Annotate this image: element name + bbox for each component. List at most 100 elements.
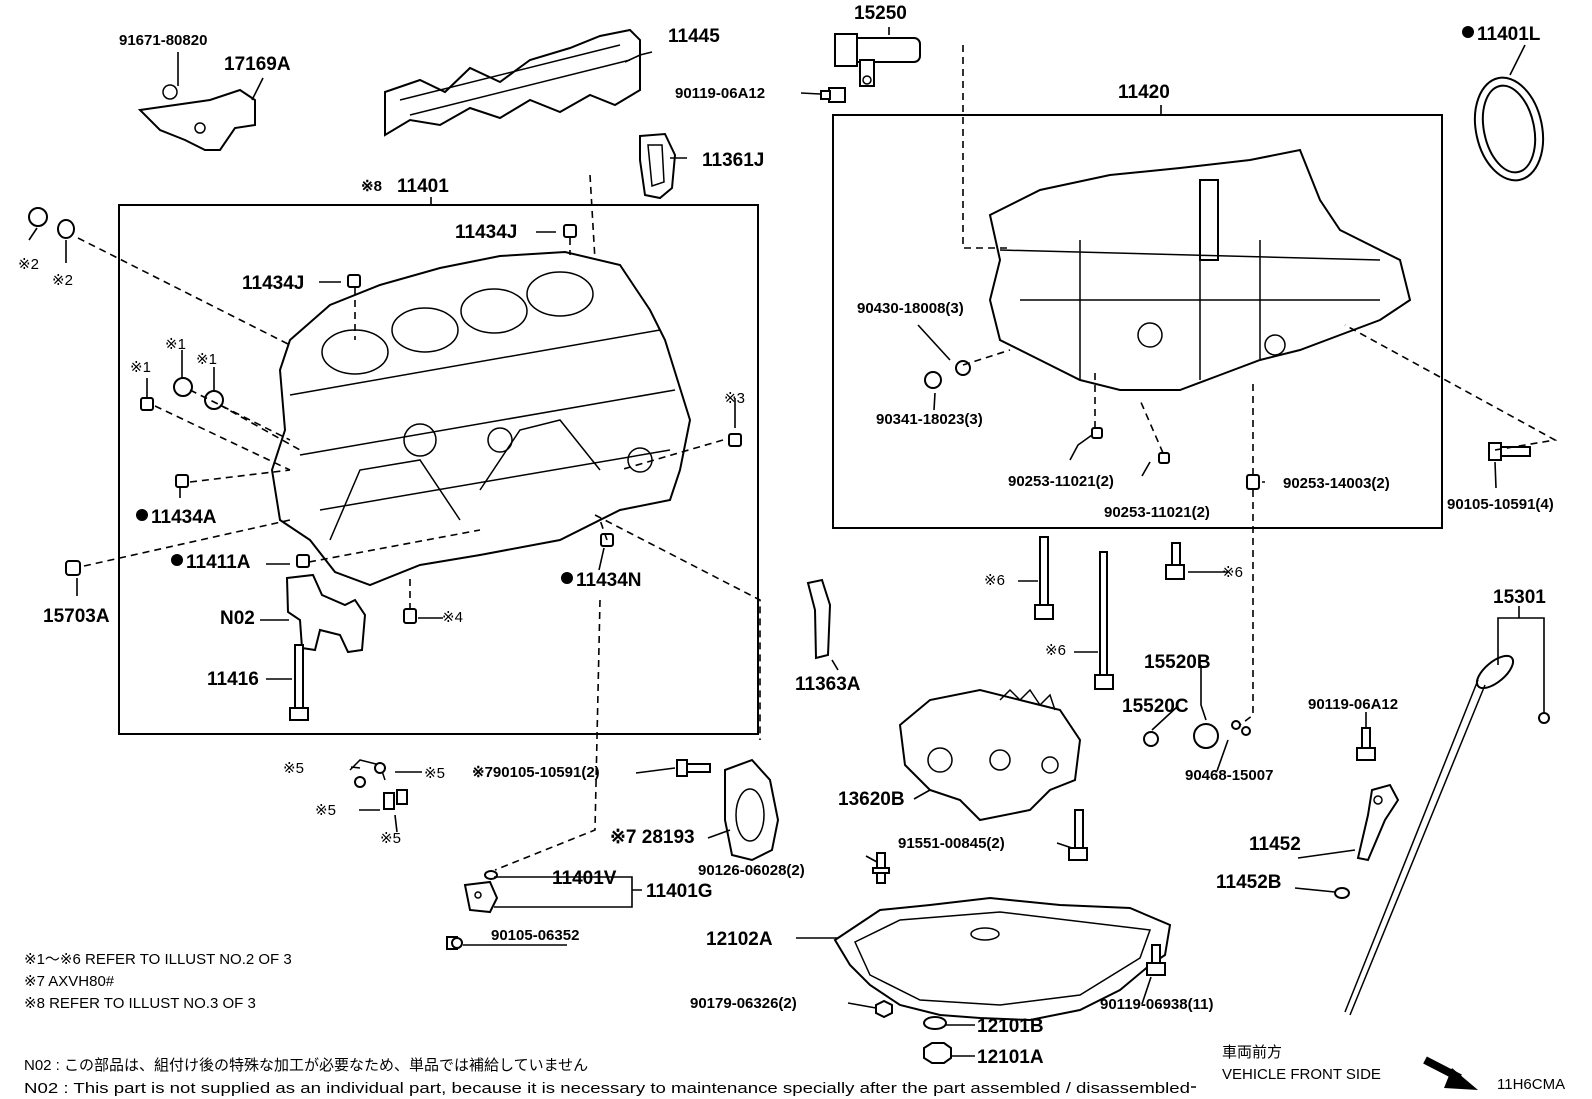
label-91671-80820: 91671-80820 (119, 32, 207, 49)
bolt-90105-10591-4-shape (1488, 442, 1531, 461)
clip-90468-shape (1231, 720, 1251, 736)
label-11416: 11416 (207, 669, 259, 690)
label-17169a: 17169A (224, 54, 291, 75)
drain-plug-12101a-shape (923, 1042, 952, 1064)
label-ref-1a: ※1 (130, 359, 151, 376)
label-90253-14003: 90253-14003(2) (1283, 475, 1390, 492)
label-ref-6b: ※6 (1222, 564, 1243, 581)
label-15520c: 15520C (1122, 696, 1189, 717)
label-11434n: 11434N (576, 570, 642, 591)
oil-strainer-15520b-shape (1193, 723, 1219, 749)
label-n02: N02 (220, 608, 255, 629)
bolt-91551-shape (1068, 809, 1088, 861)
label-90105-06352: 90105-06352 (491, 927, 579, 944)
label-12101a: 12101A (977, 1047, 1044, 1068)
label-12102a: 12102A (706, 929, 773, 950)
label-91551-00845: 91551-00845(2) (898, 835, 1005, 852)
label-11434j-b: 11434J (242, 273, 304, 294)
label-15250: 15250 (854, 3, 907, 24)
nut-90179-shape (875, 999, 893, 1019)
label-11363a: 11363A (795, 674, 861, 695)
bracket-17169a-shape (137, 88, 256, 151)
pin-3-shape (728, 433, 742, 447)
dowel-11434j-b-shape (347, 274, 361, 288)
note-refer-8: ※8 REFER TO ILLUST NO.3 OF 3 (24, 995, 256, 1012)
illustration-code: 11H6CMA (1497, 1076, 1565, 1093)
bullet-11401l (1462, 26, 1474, 38)
dowel-11411a-shape (296, 554, 310, 568)
dowel-11434a-shape (175, 474, 189, 488)
bullet-11411a (171, 554, 183, 566)
o-ring-11452b-shape (1334, 887, 1350, 899)
sensor-5a-shape (349, 759, 386, 788)
label-90179-06326: 90179-06326(2) (690, 995, 797, 1012)
note-n02-english: N02 : This part is not supplied as an in… (24, 1080, 1190, 1097)
label-11401v: 11401V (552, 868, 617, 889)
plug-15703a-shape (65, 560, 81, 576)
plug-90341-shape (924, 371, 942, 389)
bolt-7-shape (676, 759, 711, 777)
label-90468-15007: 90468-15007 (1185, 767, 1273, 784)
o-ring-15520c-shape (1143, 731, 1159, 747)
label-ref-3: ※3 (724, 390, 745, 407)
label-90119-06a12-right: 90119-06A12 (1308, 696, 1398, 713)
label-11401: 11401 (397, 176, 449, 197)
bolt-90119-06a12-top-shape (820, 87, 846, 103)
label-ref-2a: ※2 (18, 256, 39, 273)
label-90253-11021-a: 90253-11021(2) (1008, 473, 1114, 490)
label-ref-2b: ※2 (52, 272, 73, 289)
label-11452b: 11452B (1216, 872, 1282, 893)
label-15703a: 15703A (43, 606, 110, 627)
bracket-11401g-shape (463, 880, 499, 914)
pin-1a-shape (140, 397, 154, 411)
bolt-6c-shape (1165, 542, 1185, 580)
label-ref-5c: ※5 (315, 802, 336, 819)
label-11411a: 11411A (186, 552, 251, 573)
front-arrow-icon (1423, 1056, 1478, 1090)
gasket-11361j-shape (639, 132, 677, 200)
label-90341-18023: 90341-18023(3) (876, 411, 983, 428)
label-90253-11021-b: 90253-11021(2) (1104, 504, 1210, 521)
label-ref-5b: ※5 (424, 765, 445, 782)
label-90105-10591-2: ※790105-10591(2) (472, 764, 600, 781)
pin-90253-a-shape (1091, 427, 1103, 439)
label-11445: 11445 (668, 26, 720, 47)
washer-12101b-shape (923, 1016, 947, 1030)
oil-seal-11401l-shape (1473, 76, 1545, 182)
oil-control-valve-shape (834, 33, 921, 87)
label-11401l: 11401L (1477, 24, 1541, 45)
vehicle-front-en: VEHICLE FRONT SIDE (1222, 1066, 1381, 1083)
leader-lines (28, 27, 1545, 1088)
bullet-11434n (561, 572, 573, 584)
dowel-11434j-a-shape (563, 224, 577, 238)
seal-2b-shape (57, 219, 75, 239)
dipstick-shape (1344, 654, 1550, 1016)
bolt-11416-shape (289, 644, 309, 721)
cylinder-block-shape (270, 250, 692, 587)
label-90126-06028: 90126-06028(2) (698, 862, 805, 879)
stud-90126-shape (872, 852, 890, 884)
label-ref-1b: ※1 (165, 336, 186, 353)
hose-11363a-shape (806, 578, 832, 660)
note-n02-japanese: N02 : この部品は、組付け後の特殊な加工が必要なため、単品では補給していませ… (24, 1057, 588, 1074)
label-ref-4: ※4 (442, 609, 463, 626)
label-15520b: 15520B (1144, 652, 1211, 673)
oil-pan-upper-frame (832, 114, 1443, 529)
bullet-11434a (136, 509, 148, 521)
oil-pan-upper-shape (988, 148, 1412, 391)
pin-4-shape (403, 608, 417, 624)
label-11420: 11420 (1118, 82, 1170, 103)
timing-cover-shape (384, 28, 641, 137)
label-ref-6c: ※6 (1045, 642, 1066, 659)
label-11452: 11452 (1249, 834, 1301, 855)
label-11361j: 11361J (702, 150, 764, 171)
vehicle-front-jp: 車両前方 (1222, 1044, 1282, 1061)
bearing-cap-n02-shape (285, 573, 367, 654)
pin-90253-c-shape (1246, 474, 1260, 490)
label-15301: 15301 (1493, 587, 1546, 608)
dashed-leaders (77, 45, 1558, 871)
label-12101b: 12101B (977, 1016, 1044, 1037)
note-axvh80: ※7 AXVH80# (24, 973, 115, 990)
plug-2a-shape (28, 207, 48, 227)
